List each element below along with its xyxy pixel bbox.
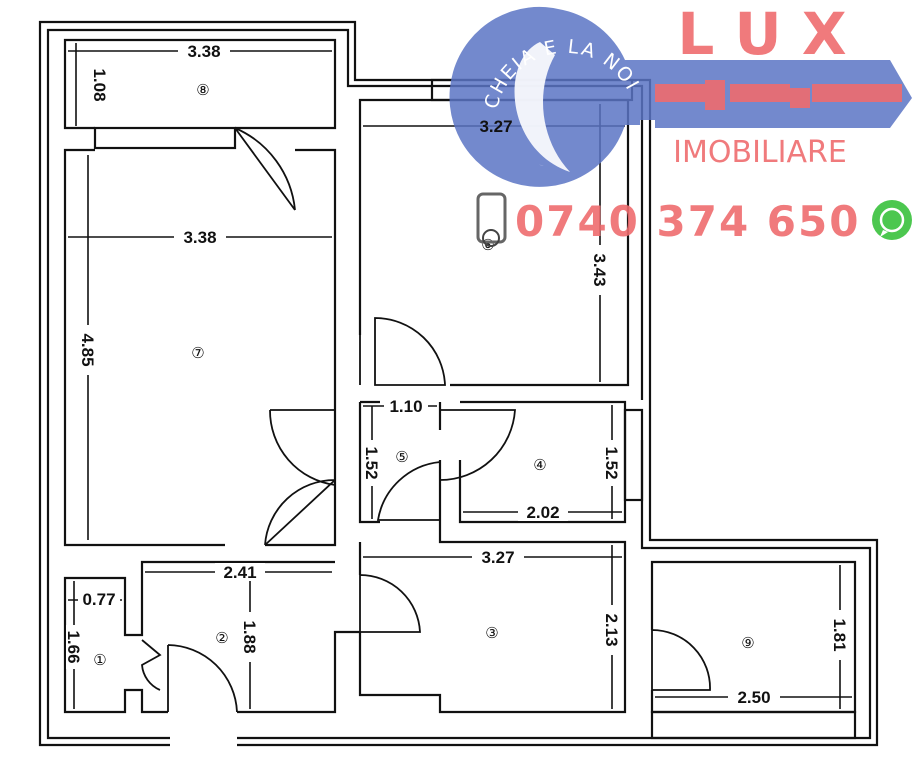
whatsapp-icon xyxy=(872,200,912,240)
dim-room7-length: 4.85 xyxy=(78,333,97,366)
room-number-2: ② xyxy=(215,629,228,647)
logo-subtitle: IMOBILIARE xyxy=(673,135,847,170)
room-number-8: ⑧ xyxy=(196,81,209,99)
logo-brand: L U X xyxy=(677,0,846,68)
room-number-7: ⑦ xyxy=(191,344,204,362)
dim-room8-width: 3.38 xyxy=(187,42,220,61)
dim-room8-length: 1.08 xyxy=(90,68,109,101)
dim-room4-length: 1.52 xyxy=(602,446,621,479)
dimension-labels: 3.38 1.08 3.38 4.85 3.43 1.10 1.52 2.02 … xyxy=(64,42,849,707)
room-numbers: ① ② ③ ④ ⑤ ⑥ ⑦ ⑧ ⑨ xyxy=(93,81,754,669)
dim-room9-length: 1.81 xyxy=(830,618,849,651)
dim-room6-width: 3.27 xyxy=(479,117,512,136)
room-number-1: ① xyxy=(93,651,106,669)
dim-room3-length: 2.13 xyxy=(602,613,621,646)
dim-room2-width: 2.41 xyxy=(223,563,256,582)
dim-room1-length: 1.66 xyxy=(64,630,83,663)
dim-room5-width: 1.10 xyxy=(389,397,422,416)
room-number-5: ⑤ xyxy=(395,448,408,466)
phone-icon xyxy=(476,192,507,247)
dim-room6-length: 3.43 xyxy=(590,253,609,286)
phone-number: 0740 374 650 xyxy=(515,197,860,246)
lux-imobiliare-logo: CHEIA E LA NOI L U X IMOBILIARE 0740 374… xyxy=(449,0,912,247)
dim-room2-length: 1.88 xyxy=(240,620,259,653)
dim-room5-length: 1.52 xyxy=(362,446,381,479)
dim-room1-width: 0.77 xyxy=(82,590,115,609)
room-number-3: ③ xyxy=(485,624,498,642)
room-number-4: ④ xyxy=(533,456,546,474)
doors xyxy=(141,127,711,713)
dim-room4-width: 2.02 xyxy=(526,503,559,522)
dim-room9-width: 2.50 xyxy=(737,688,770,707)
dim-room7-width: 3.38 xyxy=(183,228,216,247)
room-number-9: ⑨ xyxy=(741,634,754,652)
dim-room3-width: 3.27 xyxy=(481,548,514,567)
